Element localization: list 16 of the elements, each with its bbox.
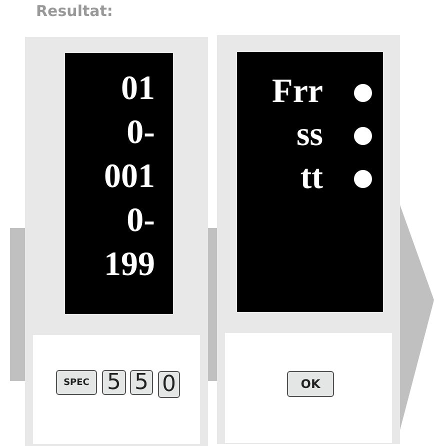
screen-text: tt	[300, 158, 323, 198]
display-screen	[65, 53, 173, 314]
key: 0	[158, 371, 180, 398]
key: SPEC	[56, 370, 97, 395]
display-screen	[237, 52, 383, 312]
display-panel	[25, 37, 208, 446]
display-panel	[217, 35, 400, 444]
keypad-area	[225, 333, 392, 443]
key: 5	[102, 370, 126, 395]
ok-key: OK	[287, 371, 334, 397]
screen-text: 01 0- 001 0- 199	[103, 69, 155, 285]
screen-text: ss	[296, 115, 323, 155]
screen-text: Frr	[272, 72, 323, 112]
title: Resultat:	[36, 2, 113, 20]
key: 5	[130, 370, 153, 395]
keypad-area	[33, 335, 200, 444]
